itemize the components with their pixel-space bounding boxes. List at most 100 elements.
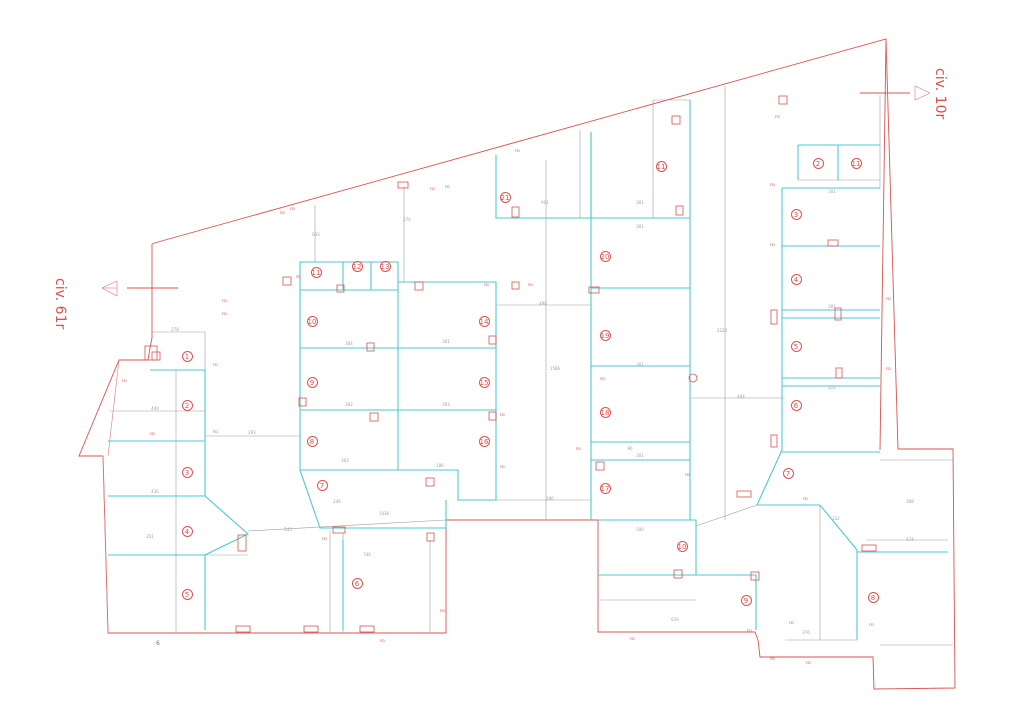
right-wing [756,95,953,646]
room-number-left-13: 13 [379,260,391,272]
svg-text:FD: FD [445,185,450,189]
svg-text:FD: FD [886,297,891,301]
room-number-right-8: 8 [867,591,879,603]
svg-text:FD: FD [440,609,445,613]
room-number-left-16: 16 [478,435,490,447]
svg-text:332: 332 [832,516,840,521]
svg-text:FD: FD [430,187,435,191]
room-number-middle-9: 9 [740,594,752,606]
room-number-right-4: 4 [790,273,802,285]
svg-text:FD: FD [775,115,780,119]
svg-text:303: 303 [341,458,349,463]
room-number-left-6: 6 [351,577,363,589]
svg-text:FD: FD [515,149,520,153]
room-number-right-3: 3 [790,208,802,220]
svg-text:301: 301 [636,362,644,367]
room-number-left-2: 2 [181,399,193,411]
svg-text:FD: FD [280,211,285,215]
svg-text:FD: FD [576,447,581,451]
svg-text:FD: FD [789,621,794,625]
room-number-middle-18: 18 [599,406,611,418]
section-markers [101,85,931,297]
svg-text:376: 376 [802,630,810,635]
room-number-middle-11: 11 [655,160,667,172]
room-number-left-1: 1 [181,350,193,362]
svg-text:FD: FD [806,661,811,665]
room-number-left-9: 9 [306,376,318,388]
svg-text:90: 90 [627,446,633,451]
svg-text:308: 308 [906,499,914,504]
svg-text:301: 301 [828,189,836,194]
svg-text:FD: FD [290,207,295,211]
bottom-mark: 6 [156,640,160,647]
svg-text:FD: FD [322,537,327,541]
room-number-middle-17: 17 [599,482,611,494]
room-number-left-12: 12 [351,260,363,272]
room-number-right-5: 5 [790,340,802,352]
svg-text:293: 293 [248,430,256,435]
svg-text:301: 301 [636,200,644,205]
fixture-tags: FD FD FD FD FD FD FD FD FD FD FD FD FD F… [122,115,891,665]
svg-text:1586: 1586 [550,366,561,371]
dimension-annotations: 278 440 436 351 293 245 246 1036 304 302… [146,189,914,635]
svg-text:FD: FD [296,275,301,279]
svg-text:186: 186 [436,463,444,468]
room-number-middle-20: 20 [599,250,611,262]
svg-text:FD: FD [122,379,127,383]
svg-text:FD: FD [770,243,775,247]
svg-text:633: 633 [312,232,320,237]
svg-text:245: 245 [284,527,292,532]
svg-text:FD: FD [685,473,690,477]
svg-text:FD: FD [213,430,218,434]
svg-text:303: 303 [442,402,450,407]
svg-text:FD: FD [630,637,635,641]
svg-text:901: 901 [541,200,549,205]
svg-text:FD: FD [380,639,385,643]
svg-text:436: 436 [151,489,159,494]
room-number-right-7: 7 [782,467,794,479]
svg-text:FD: FD [600,377,605,381]
svg-text:474: 474 [906,537,914,542]
svg-text:FD: FD [150,432,155,436]
svg-text:301: 301 [636,224,644,229]
entrance-label-left: civ. 61r [52,278,68,330]
room-number-right-6: 6 [790,399,802,411]
svg-text:FD: FD [222,312,227,316]
middle-block [314,86,785,630]
svg-text:1036: 1036 [379,511,390,516]
svg-text:740: 740 [363,552,371,557]
svg-text:FD: FD [213,363,218,367]
svg-text:321: 321 [828,385,836,390]
svg-text:FD: FD [770,183,775,187]
svg-text:FD: FD [747,629,752,633]
room-number-middle-21: 21 [499,191,511,203]
svg-text:278: 278 [171,327,179,332]
svg-text:270: 270 [403,217,411,222]
svg-text:FD: FD [222,299,227,303]
equipment-marks [144,95,877,633]
svg-text:FD: FD [528,283,533,287]
svg-text:FD: FD [500,413,505,417]
svg-text:FD: FD [484,283,489,287]
room-number-left-7: 7 [316,479,328,491]
entrance-label-right: civ. 10r [932,68,948,120]
svg-text:FD: FD [869,623,874,627]
room-number-right-11: 11 [850,157,862,169]
svg-text:500: 500 [636,527,644,532]
room-number-left-11: 11 [310,266,322,278]
svg-text:301: 301 [636,453,644,458]
left-wing-partitions [108,261,497,630]
svg-text:FD: FD [500,465,505,469]
svg-text:FD: FD [886,367,891,371]
room-number-left-10: 10 [306,315,318,327]
svg-text:616: 616 [671,617,679,622]
room-number-middle-10: 10 [676,540,688,552]
svg-text:498: 498 [539,301,547,306]
room-number-left-5: 5 [181,588,193,600]
svg-text:302: 302 [345,402,353,407]
room-number-left-3: 3 [181,466,193,478]
svg-text:440: 440 [151,406,159,411]
svg-text:404: 404 [737,394,745,399]
room-number-left-8: 8 [306,435,318,447]
